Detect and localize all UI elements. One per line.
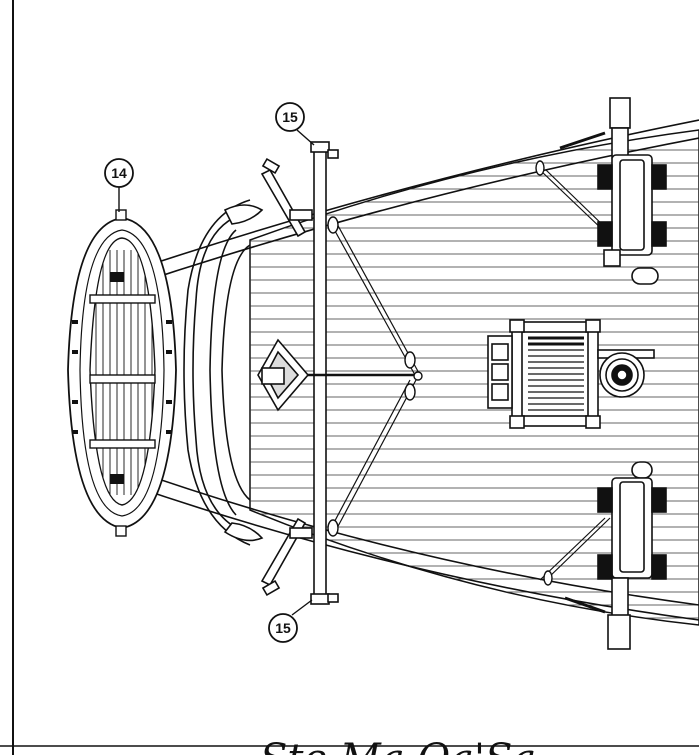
sheet-title-fragment: Ste Ma Oa'Sa [260,736,536,755]
deadeyes [327,160,553,586]
boat-hull-inner [79,229,165,517]
hatch-grating [487,319,601,429]
callout-14-label: 14 [111,165,127,181]
callout-14: 14 [104,158,134,212]
callout-15-lower-label: 15 [275,620,291,636]
capstan [597,349,655,398]
boat-thwarts [89,294,156,449]
boat-hook-upper [110,272,124,282]
cannon-upper [597,97,667,285]
callout-15-lower: 15 [268,599,313,643]
bowsprit-step [257,338,310,412]
boat-stern-cleat [115,525,127,537]
cannon-lower [597,461,667,650]
ships-boat [67,209,177,537]
boat-hook-lower [110,474,124,484]
callout-15-upper-label: 15 [282,109,298,125]
boat-bow-cleat [115,209,127,221]
catheads [260,157,313,597]
boat-oarlocks [72,320,172,434]
callout-15-upper: 15 [275,102,315,146]
